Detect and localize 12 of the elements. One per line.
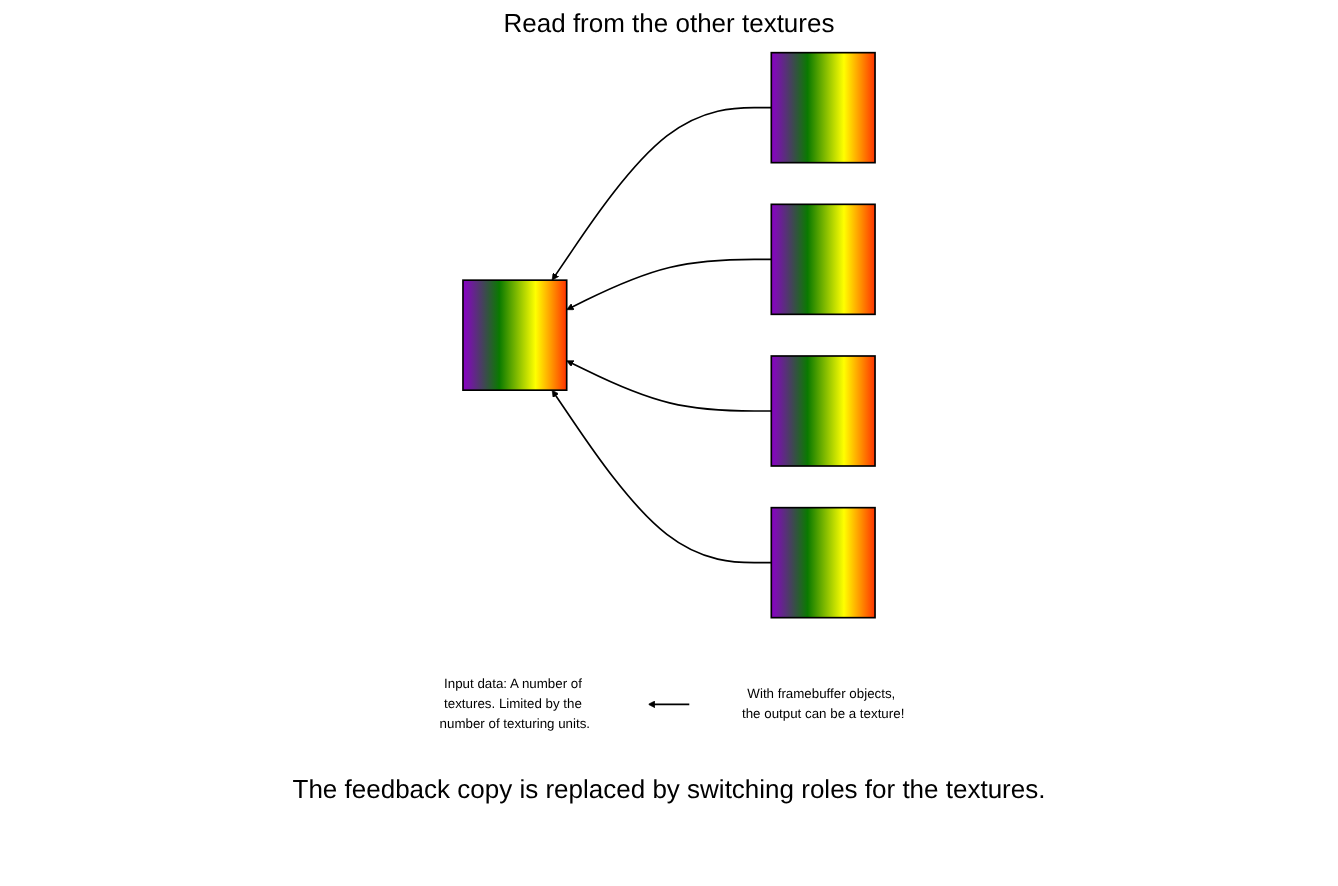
note-text: Read from the other textures (501, 8, 837, 38)
node-picture (462, 279, 568, 391)
node-picture (770, 203, 876, 316)
note-text: The feedback copy is replaced by switching roles for the textures. (290, 774, 1048, 804)
arrow (551, 389, 773, 564)
node-picture (770, 51, 876, 164)
arrow (566, 258, 773, 311)
node-picture (770, 506, 876, 619)
arrow (647, 700, 691, 708)
arrow (566, 360, 773, 412)
arrow (551, 106, 773, 281)
node-picture (770, 355, 876, 467)
